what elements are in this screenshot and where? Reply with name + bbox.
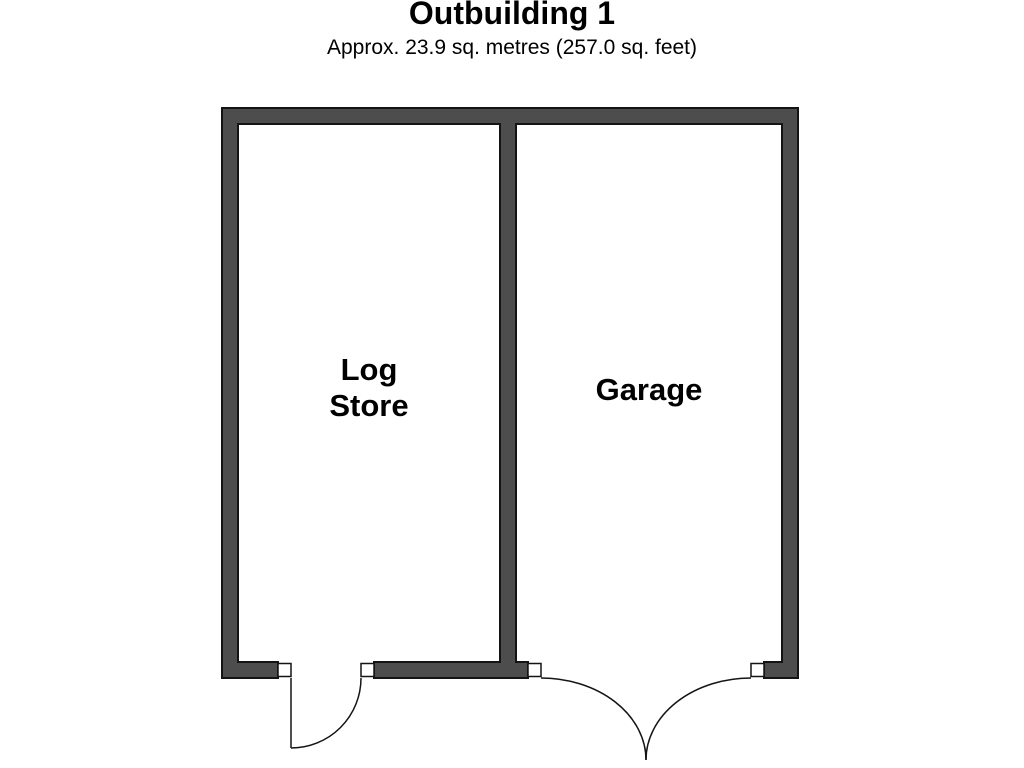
garage-door-arc-right	[645, 677, 752, 761]
room-label-line: Log	[340, 352, 398, 387]
room-label-log-store: Log Store	[238, 352, 500, 424]
log-store-door-swing-arc	[290, 677, 362, 749]
door-jamb-cap	[360, 662, 375, 678]
room-label-garage: Garage	[595, 372, 703, 407]
garage-floor	[516, 124, 782, 662]
page-subtitle: Approx. 23.9 sq. metres (257.0 sq. feet)	[326, 36, 698, 59]
page-title: Outbuilding 1	[408, 0, 616, 31]
door-jamb-cap	[527, 662, 542, 678]
log-store-floor	[238, 124, 500, 662]
room-label-line: Store	[329, 388, 409, 423]
door-jamb-cap	[277, 662, 292, 678]
garage-door-arc-left	[540, 677, 647, 761]
door-jamb-cap	[750, 662, 765, 678]
